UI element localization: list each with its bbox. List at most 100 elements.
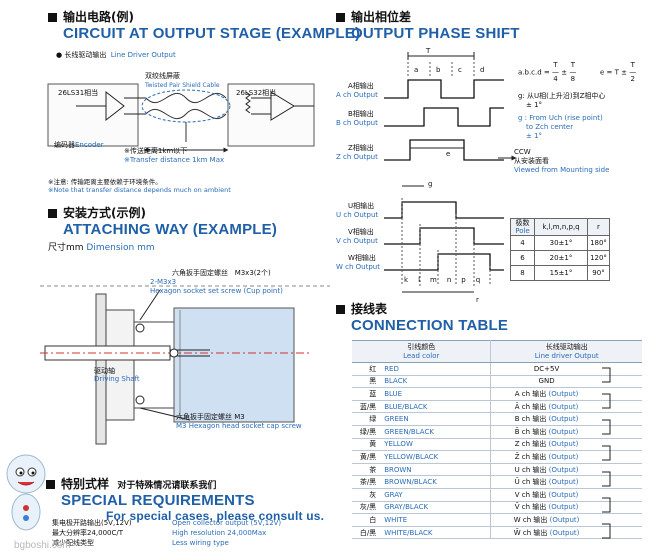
special-item-en: High resolution 24,000Max <box>172 529 267 537</box>
color-en: WHITE <box>380 513 491 527</box>
pole-cell: 6 <box>510 250 535 266</box>
color-en: GRAY/BLACK <box>380 501 491 515</box>
special-item-zh: 减少配线类型 <box>52 539 94 547</box>
color-zh: 灰/黑 <box>352 501 381 515</box>
color-en: BLACK <box>380 375 491 389</box>
connection-title-en: CONNECTION TABLE <box>351 317 509 334</box>
signal-cell: B̄ ch 输出 (Output) <box>490 425 602 439</box>
color-zh: 黄/黑 <box>352 450 381 464</box>
color-en: BROWN/BLACK <box>380 475 491 489</box>
shield-label: 双绞线屏蔽 <box>145 72 180 80</box>
bracket <box>601 438 642 452</box>
r-cell: 180° <box>587 235 610 251</box>
mascot-logo <box>6 454 46 531</box>
encoder-label: 编码器Encoder <box>54 141 104 149</box>
shaft-en: Driving Shaft <box>94 375 140 383</box>
circuit-section: 输出电路(例) CIRCUIT AT OUTPUT STAGE (EXAMPLE… <box>48 8 360 42</box>
mount-note: CCW 从安装面看 Viewed from Mounting side <box>514 148 610 174</box>
bracket <box>601 526 642 540</box>
circuit-diagram <box>47 83 315 153</box>
special-list-en: Open collector output (5V,12V) High reso… <box>172 518 281 548</box>
attaching-title-zh: 安装方式(示例) <box>48 204 277 221</box>
distance-en: ※Transfer distance 1km Max <box>124 156 225 164</box>
color-en: GREEN/BLACK <box>380 425 491 439</box>
color-en: YELLOW <box>380 438 491 452</box>
color-zh: 茶/黑 <box>352 475 381 489</box>
g-note: g: 从U相(上升沿)到Z相中心 ± 1° g : From Uch (rise… <box>518 92 606 140</box>
klm-cell: 30±1° <box>534 235 588 251</box>
connection-title-zh: 接线表 <box>336 300 508 317</box>
attaching-drawing <box>40 285 330 445</box>
e-label: e <box>446 150 451 158</box>
r-label: r <box>476 296 479 304</box>
color-zh: 黄 <box>352 438 381 452</box>
color-zh: 灰 <box>352 488 381 502</box>
color-en: GREEN <box>380 412 491 426</box>
distance-zh: ※传送距离1km以下 <box>124 147 188 155</box>
bracket <box>601 425 642 439</box>
r-cell: 90° <box>587 265 610 281</box>
bracket <box>601 387 642 401</box>
bracket <box>601 400 642 414</box>
signal-cell: W̄ ch 输出 (Output) <box>490 526 602 540</box>
left-chip-label: 26LS31相当 <box>58 89 99 97</box>
formula-1: a.b.c.d = T—4 ± T—8 <box>518 61 577 83</box>
klm-cell: 20±1° <box>534 250 588 266</box>
color-zh: 蓝 <box>352 387 381 401</box>
pole-cell: 8 <box>510 265 535 281</box>
right-chip-label: 26LS32相当 <box>236 89 277 97</box>
special-list-zh: 集电极开路输出(5V,12V) 最大分辨率24,000C/T 减少配线类型 <box>52 518 132 548</box>
klm-header: k,l,m,n,p,q <box>534 218 588 236</box>
quarter-c: c <box>458 66 462 74</box>
screw1-label: 六角扳手固定螺丝 M3x3(2个) <box>172 269 271 277</box>
signal-cell: U ch 输出 (Output) <box>490 463 602 477</box>
bracket <box>601 501 642 515</box>
signal-cell: GND <box>490 375 602 389</box>
color-zh: 绿 <box>352 412 381 426</box>
bracket <box>601 488 642 502</box>
special-item-en: Less wiring type <box>172 539 229 547</box>
screw1-spec: 2-M3x3 <box>150 278 177 286</box>
r-cell: 120° <box>587 250 610 266</box>
phase-T-label: T <box>426 47 431 55</box>
quarter-d: d <box>480 66 485 74</box>
g-label: g <box>428 180 433 188</box>
color-en: BLUE <box>380 387 491 401</box>
quarter-b: b <box>436 66 441 74</box>
circuit-note-en: ※Note that transfer distance depends muc… <box>48 186 231 194</box>
screw2-en: M3 Hexagon head socket cap screw <box>176 422 302 430</box>
signal-cell: B ch 输出 (Output) <box>490 412 602 426</box>
signal-cell: Ū ch 输出 (Output) <box>490 475 602 489</box>
bracket <box>601 375 642 389</box>
special-subtitle-en: For special cases, please consult us. <box>106 509 325 523</box>
phase-waveforms <box>384 52 504 293</box>
bracket <box>601 463 642 477</box>
connection-section: 接线表 CONNECTION TABLE <box>336 300 508 334</box>
color-zh: 白 <box>352 513 381 527</box>
